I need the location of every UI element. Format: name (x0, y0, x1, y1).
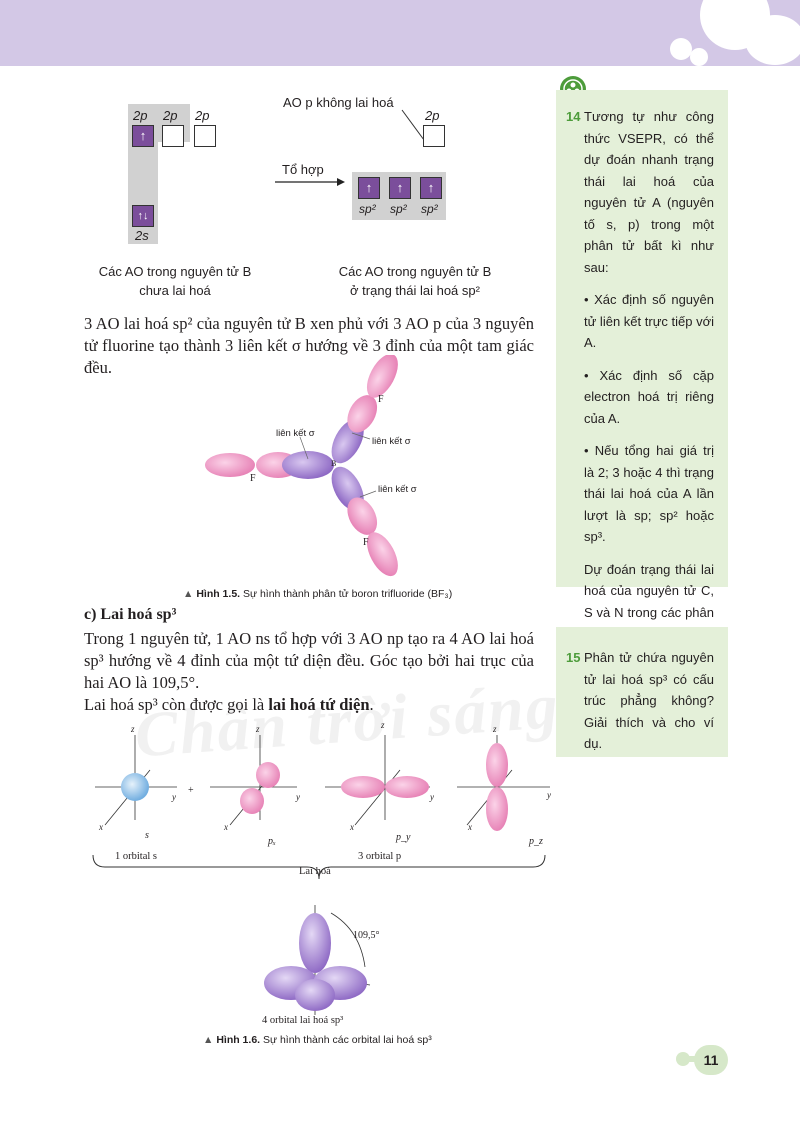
sp2-label: sp² (359, 202, 376, 216)
axis-label: x (350, 822, 354, 832)
hybrid-label: Lai hoá (299, 866, 331, 877)
axis-label: y (296, 792, 300, 802)
orbital-label: 2p (195, 108, 210, 123)
sp2-label: sp² (390, 202, 407, 216)
section-c-heading: c) Lai hoá sp³ (84, 606, 177, 623)
atom-f-label: F (363, 537, 369, 548)
orbital-box-sp2: ↑ (420, 177, 442, 199)
page-number: 11 (694, 1045, 728, 1075)
combine-label: Tổ hợp (282, 162, 324, 177)
orbital-box-sp2: ↑ (358, 177, 380, 199)
bond-label: liên kết σ (372, 436, 411, 447)
f-orbital-lobe (205, 453, 255, 477)
orbital-box-2s: ↑↓ (132, 205, 154, 227)
page-number-decoration (676, 1052, 690, 1066)
bond-label: liên kết σ (378, 484, 417, 495)
diagram-caption-left: Các AO trong nguyên tử B chưa lai hoá (98, 264, 252, 298)
orbital-box-2p-empty (162, 125, 184, 147)
header-decoration (745, 15, 800, 65)
axis-label: x (224, 822, 228, 832)
orbital-name: s (145, 830, 149, 841)
axis-label: z (131, 724, 135, 734)
question-14-bullet: • Xác định số cặp electron hoá trị riêng… (584, 367, 714, 426)
axis-label: y (172, 792, 176, 802)
figure-1-5-caption: ▲ Hình 1.5. Sự hình thành phân tử boron … (183, 588, 453, 600)
orbital-box-2p-empty (194, 125, 216, 147)
axis-label: y (547, 790, 551, 800)
header-band (0, 0, 800, 66)
question-14-bullet: • Nếu tổng hai giá trị là 2; 3 hoặc 4 th… (584, 443, 714, 544)
question-14-intro: Tương tự như công thức VSEPR, có thể dự … (584, 109, 714, 275)
sp3-figure (92, 735, 550, 1015)
orbital-name: pₓ (268, 836, 276, 847)
paragraph-sp3: Trong 1 nguyên tử, 1 AO ns tổ hợp với 3 … (84, 629, 534, 692)
orbital-box-2p-filled: ↑ (132, 125, 154, 147)
f-orbital-lobe (366, 532, 398, 577)
header-decoration (670, 38, 692, 60)
axis-label: z (493, 724, 497, 734)
bond-label: liên kết σ (276, 428, 315, 439)
f-orbital-lobe (366, 355, 398, 398)
diagram-caption-right: Các AO trong nguyên tử B ở trạng thái la… (338, 264, 492, 298)
orbital-group-label: 3 orbital p (358, 851, 402, 862)
header-decoration (690, 48, 708, 66)
figure-1-6-caption: ▲ Hình 1.6. Sự hình thành các orbital la… (203, 1034, 432, 1046)
paragraph-sp3-name: Lai hoá sp³ còn được gọi là lai hoá tứ d… (84, 695, 374, 714)
pointer-line (401, 109, 425, 141)
sidebar-question-15: 15 Phân tử chứa nguyên tử lai hoá sp³ có… (556, 627, 728, 757)
question-number: 14 (566, 109, 581, 124)
atom-f-label: F (378, 394, 384, 405)
orbital-box-2p-unhybrid (423, 125, 445, 147)
sp2-lobe (282, 451, 334, 479)
orbital-name: p_y (396, 832, 411, 843)
axis-label: z (256, 724, 260, 734)
question-number: 15 (566, 650, 581, 665)
f-orbital-lobe (347, 395, 378, 433)
orbital-name: p_z (529, 836, 543, 847)
axis-label: x (99, 822, 103, 832)
sidebar-question-14: 14 Tương tự như công thức VSEPR, có thể … (556, 90, 728, 641)
f-orbital-lobe (347, 497, 378, 535)
orbital-label: 2s (135, 228, 149, 243)
sp2-label: sp² (421, 202, 438, 216)
unhybridized-p-title: AO p không lai hoá (283, 95, 394, 110)
paragraph-bf3: 3 AO lai hoá sp² của nguyên tử B xen phủ… (84, 314, 534, 377)
axis-label: z (381, 720, 385, 730)
combine-arrow (275, 178, 345, 186)
unhybridized-gray-panel (128, 142, 158, 244)
orbital-label: 2p (425, 108, 440, 123)
page-number-decoration (688, 1056, 696, 1062)
orbital-box-sp2: ↑ (389, 177, 411, 199)
question-14-bullet: • Xác định số nguyên tử liên kết trực ti… (584, 292, 714, 350)
result-label: 4 orbital lai hoá sp³ (262, 1015, 344, 1026)
orbital-label: 2p (133, 108, 148, 123)
angle-label: 109,5° (353, 930, 380, 941)
axis-label: x (468, 822, 472, 832)
atom-f-label: F (250, 473, 256, 484)
axis-label: y (430, 792, 434, 802)
plus-sign: + (188, 785, 194, 796)
bf3-figure (205, 355, 398, 577)
atom-b-label: B (331, 459, 337, 468)
orbital-group-label: 1 orbital s (115, 851, 157, 862)
orbital-label: 2p (163, 108, 178, 123)
question-15-text: Phân tử chứa nguyên tử lai hoá sp³ có cấ… (584, 650, 714, 751)
